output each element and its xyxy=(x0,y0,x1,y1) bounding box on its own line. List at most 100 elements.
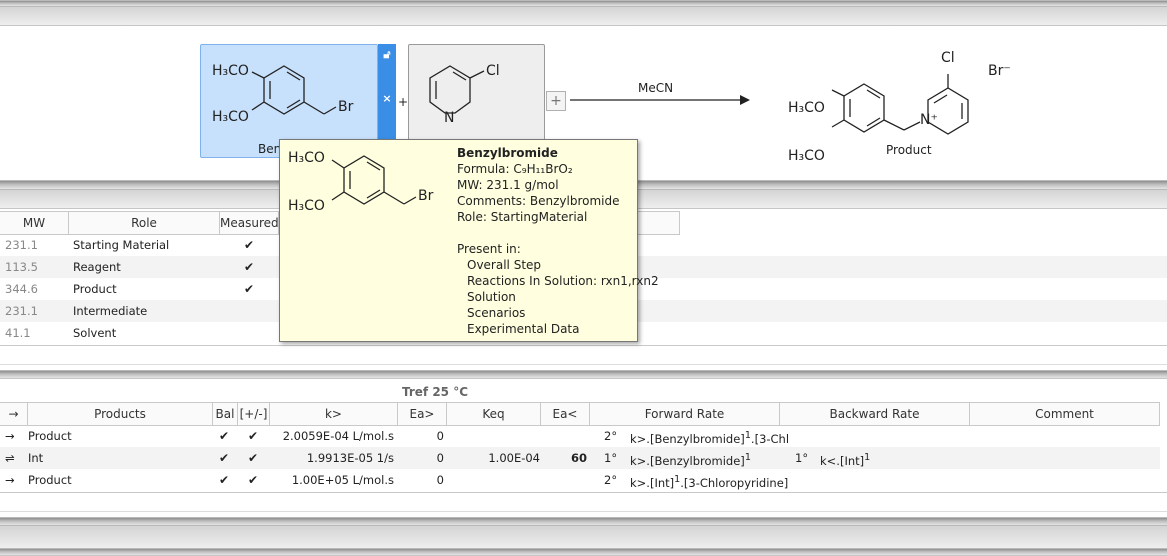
bottom-edge xyxy=(0,548,1167,556)
col-backward-rate[interactable]: Backward Rate xyxy=(780,403,970,425)
col-measured[interactable]: Measured xyxy=(220,212,279,234)
reaction-comment[interactable] xyxy=(972,447,1158,469)
col-forward-rate[interactable]: Forward Rate xyxy=(590,403,780,425)
reactions-bottom-border xyxy=(0,492,1167,493)
ea-backward[interactable]: 60 xyxy=(570,451,587,465)
k-forward[interactable]: 1.00E+05 L/mol.s xyxy=(291,473,394,487)
reaction-products: Product xyxy=(28,473,72,487)
species-mw: 113.5 xyxy=(5,260,38,274)
forward-rate-suffix: .[3-Chl xyxy=(750,431,790,446)
reaction-comment[interactable] xyxy=(972,425,1158,447)
backward-order xyxy=(795,425,815,447)
keq-value[interactable] xyxy=(447,469,540,491)
product-methoxy-1: H₃CO xyxy=(788,100,825,116)
forward-order: 2° xyxy=(604,429,618,443)
remove-reactant-button[interactable]: × xyxy=(382,92,392,105)
tooltip-methoxy-1: H₃CO xyxy=(288,150,325,166)
reaction-arrow-icon xyxy=(570,95,750,105)
col-kforward[interactable]: k> xyxy=(270,403,398,425)
species-measured-check[interactable]: ✔ xyxy=(244,238,255,252)
species-role: Reagent xyxy=(73,260,121,274)
species-measured-check[interactable]: ✔ xyxy=(244,282,255,296)
plusminus-check[interactable]: ✔ xyxy=(248,451,259,465)
forward-rate-suffix: .[3-Chloropyridine] xyxy=(680,475,789,490)
add-reactant-button[interactable]: + xyxy=(546,91,566,111)
reactant-side-controls: 🔓︎ × xyxy=(378,44,396,156)
tooltip-bromine: Br xyxy=(418,188,434,204)
tooltip-structure: H₃CO H₃CO Br xyxy=(288,150,434,214)
nitrogen-label: N xyxy=(444,110,454,126)
backward-rate: k<.[Int]1 xyxy=(820,447,968,469)
tooltip-present-in-label: Present in: xyxy=(457,242,521,256)
chloropyridine-structure: N Cl xyxy=(429,63,500,126)
balance-check[interactable]: ✔ xyxy=(219,473,230,487)
forward-order: 1° xyxy=(604,451,618,465)
plus-sign: + xyxy=(398,95,409,109)
col-plusminus[interactable]: [+/-] xyxy=(238,403,270,425)
forward-rate-text: k>.[Benzylbromide] xyxy=(630,453,745,468)
col-arrow[interactable]: → xyxy=(0,403,28,425)
product-structure: H₃CO H₃CO N⁺ Cl xyxy=(788,50,969,164)
ea-forward[interactable]: 0 xyxy=(436,473,444,487)
table-row[interactable]: → Product ✔ ✔ 1.00E+05 L/mol.s 0 2° k>.[Int]1.[… xyxy=(0,469,1160,491)
species-measured-check[interactable] xyxy=(244,300,264,322)
tref-label: Tref 25 °C xyxy=(402,385,469,399)
species-measured-check[interactable]: ✔ xyxy=(244,260,255,274)
col-comment[interactable]: Comment xyxy=(970,403,1160,425)
plusminus-check[interactable]: ✔ xyxy=(248,429,259,443)
balance-check[interactable]: ✔ xyxy=(219,451,230,465)
col-bal[interactable]: Bal xyxy=(213,403,238,425)
reaction-direction[interactable]: ⇌ xyxy=(5,451,15,465)
col-ea-backward[interactable]: Ea< xyxy=(541,403,590,425)
lock-icon[interactable]: 🔓︎ xyxy=(383,48,391,61)
ea-backward[interactable] xyxy=(541,425,587,447)
lower-splitter[interactable] xyxy=(0,370,1167,379)
reaction-direction[interactable]: → xyxy=(5,429,15,443)
reactions-table-header: → Products Bal [+/-] k> Ea> Keq Ea< Forw… xyxy=(0,402,1160,426)
chlorine-label: Cl xyxy=(486,63,500,79)
col-ea-forward[interactable]: Ea> xyxy=(398,403,447,425)
balance-check[interactable]: ✔ xyxy=(219,429,230,443)
col-role[interactable]: Role xyxy=(69,212,220,234)
plusminus-check[interactable]: ✔ xyxy=(248,473,259,487)
forward-rate-exponent: 1 xyxy=(674,474,681,485)
species-role: Product xyxy=(73,282,117,296)
col-mw[interactable]: MW xyxy=(0,212,69,234)
col-products[interactable]: Products xyxy=(28,403,213,425)
forward-order: 2° xyxy=(604,473,618,487)
tooltip-title: Benzylbromide xyxy=(457,146,558,160)
keq-value[interactable] xyxy=(447,425,540,447)
k-forward[interactable]: 2.0059E-04 L/mol.s xyxy=(282,429,394,443)
tooltip-present-item: Experimental Data xyxy=(467,322,580,336)
backward-rate xyxy=(820,425,968,447)
ea-forward[interactable]: 0 xyxy=(436,429,444,443)
forward-rate-exponent: 1 xyxy=(744,452,751,463)
keq-value[interactable]: 1.00E-04 xyxy=(488,451,540,465)
reaction-comment[interactable] xyxy=(972,469,1158,491)
forward-rate-text: k>.[Benzylbromide] xyxy=(630,431,745,446)
reaction-direction[interactable]: → xyxy=(5,473,15,487)
methoxy-label-2: H₃CO xyxy=(212,109,249,125)
tooltip-present-item: Reactions In Solution: rxn1,rxn2 xyxy=(467,274,659,288)
k-forward[interactable]: 1.9913E-05 1/s xyxy=(306,451,394,465)
tooltip-present-item: Scenarios xyxy=(467,306,526,320)
tooltip-present-item: Overall Step xyxy=(467,258,542,272)
species-measured-check[interactable] xyxy=(244,322,264,344)
condition-label: MeCN xyxy=(638,81,674,95)
ea-backward[interactable] xyxy=(541,469,587,491)
forward-rate-text: k>.[Int] xyxy=(630,475,675,490)
forward-rate: k>.[Benzylbromide]1.[3-Chl xyxy=(630,425,789,447)
col-keq[interactable]: Keq xyxy=(447,403,541,425)
species-bottom-border xyxy=(0,345,1167,346)
forward-rate: k>.[Int]1.[3-Chloropyridine] xyxy=(630,469,788,491)
backward-rate xyxy=(820,469,968,491)
species-role: Starting Material xyxy=(73,238,170,252)
species-bottom-border-2 xyxy=(0,364,1167,365)
tooltip-comments: Comments: Benzylbromide xyxy=(457,194,620,208)
ea-forward[interactable]: 0 xyxy=(436,451,444,465)
